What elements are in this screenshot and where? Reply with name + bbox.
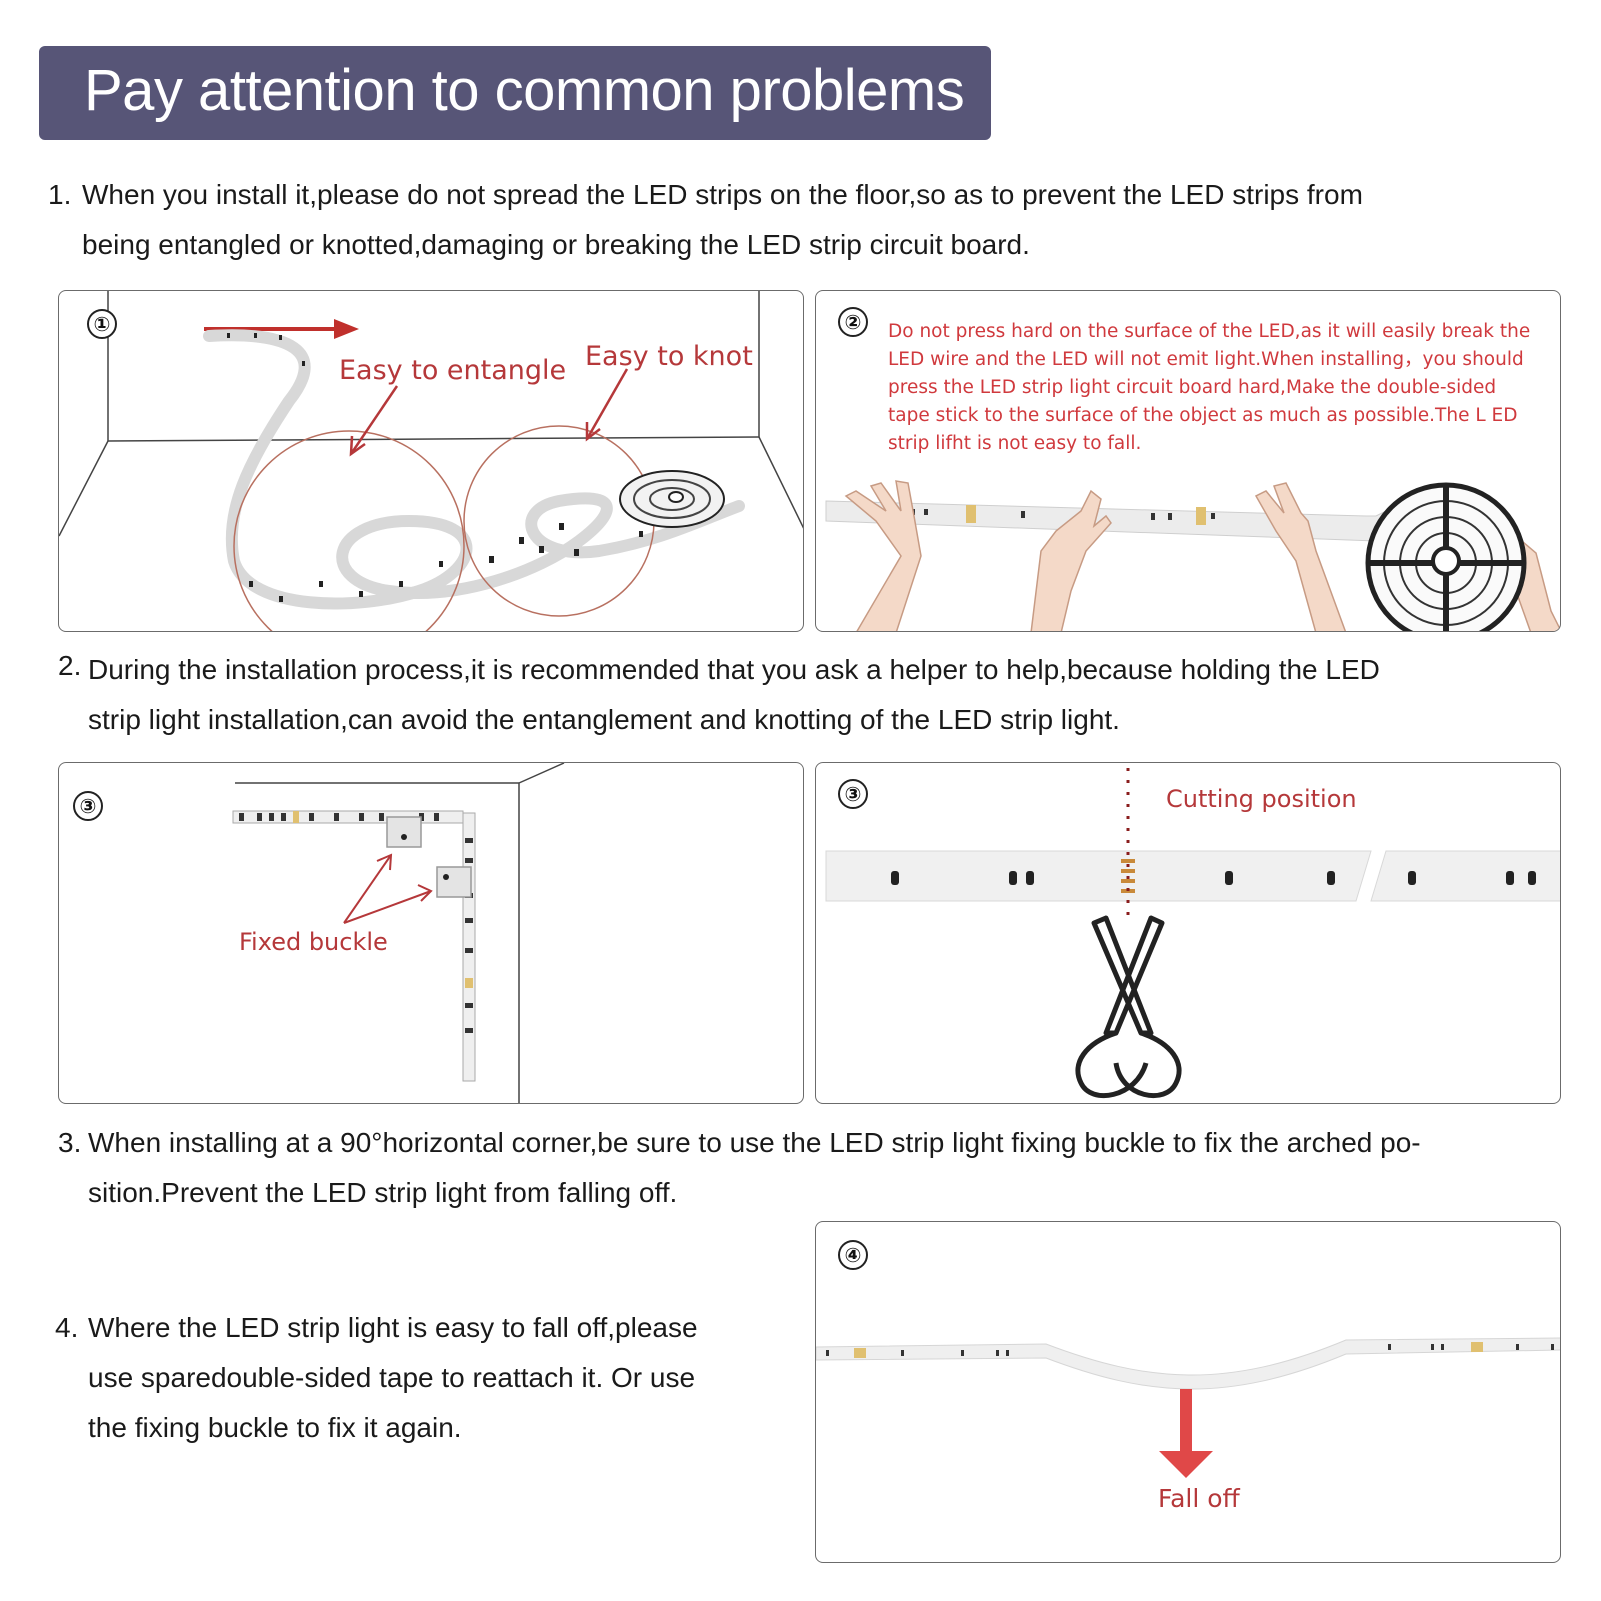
step-line: When installing at a 90°horizontal corne… [88,1127,1421,1158]
step-4: 4. Where the LED strip light is easy to … [55,1303,755,1453]
step-badge: ③ [838,779,868,809]
press-instruction-note: Do not press hard on the surface of the … [888,321,1531,454]
step-number: 3. [58,1127,82,1158]
step-line: When you install it,please do not spread… [82,179,1363,210]
cut-strip-drawing [825,768,1560,1099]
page-header: Pay attention to common problems [39,46,991,140]
down-arrow-icon [1159,1389,1213,1478]
reel-icon [619,470,725,528]
label-easy-to-entangle: Easy to entangle [339,355,567,386]
illustration-cutting-position: ③ Cutting position [815,762,1561,1104]
illustration-fall-off: ④ Fall off [815,1221,1561,1563]
illustration-corner-buckle: ③ Fixed buckle [58,762,804,1104]
step-number: 4. [55,1312,79,1343]
step-line: During the installation process,it is re… [88,654,1380,685]
step-badge: ② [838,307,868,337]
label-cutting-position: Cutting position [1166,785,1357,813]
step-line: being entangled or knotted,damaging or b… [82,229,1030,260]
label-easy-to-knot: Easy to knot [585,341,753,372]
scissors-icon [1075,915,1182,1099]
corner-strip-drawing [232,763,565,1103]
sagging-strip-drawing [816,1337,1560,1478]
step-line: strip light installation,can avoid the e… [88,704,1120,735]
step-3: 3. When installing at a 90°horizontal co… [58,1118,1538,1218]
step-2: 2. During the installation process,it is… [58,645,1508,745]
buckle-icon [386,816,422,848]
illustration-entangle-knot: ① Easy to entangle Easy to knot [58,290,804,632]
step-1: 1. When you install it,please do not spr… [48,170,1498,270]
step-line: the fixing buckle to fix it again. [88,1412,462,1443]
label-fixed-buckle: Fixed buckle [239,928,388,956]
label-fall-off: Fall off [1158,1484,1240,1513]
step-line: Where the LED strip light is easy to fal… [88,1312,698,1343]
room-floor-strip-drawing [59,291,803,631]
step-badge: ③ [73,791,103,821]
illustration-press-strip: ② Do not press hard on the surface of th… [815,290,1561,632]
page-title: Pay attention to common problems [84,58,965,123]
step-badge: ① [87,309,117,339]
step-line: sition.Prevent the LED strip light from … [88,1177,678,1208]
reel-icon [1365,482,1527,631]
step-badge: ④ [838,1240,868,1270]
buckle-icon [436,866,472,898]
step-line: use sparedouble-sided tape to reattach i… [88,1362,696,1393]
step-number: 2. [58,650,82,681]
hands-press-strip-drawing [825,480,1560,631]
step-number: 1. [48,179,72,210]
